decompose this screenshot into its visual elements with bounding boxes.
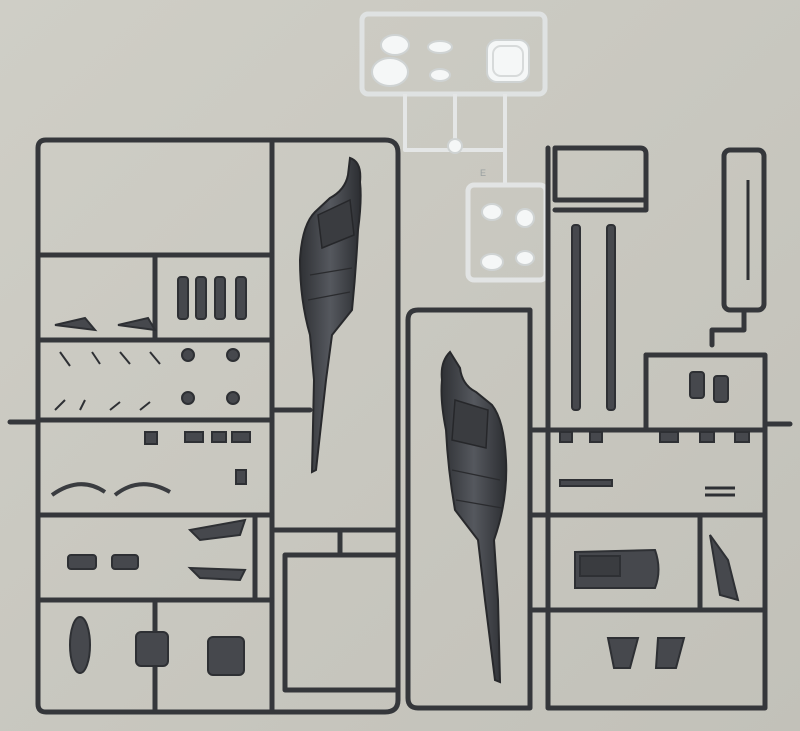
left-sprue-frame xyxy=(7,137,401,715)
fuselage-half-left xyxy=(298,156,362,474)
left-sprue-parts xyxy=(50,276,251,676)
clear-sprue-id: E xyxy=(480,168,486,178)
clear-sprue xyxy=(359,11,549,283)
right-sprue-parts xyxy=(559,180,750,669)
fuselage-half-right xyxy=(440,350,508,684)
right-sprue-frame xyxy=(405,145,793,711)
